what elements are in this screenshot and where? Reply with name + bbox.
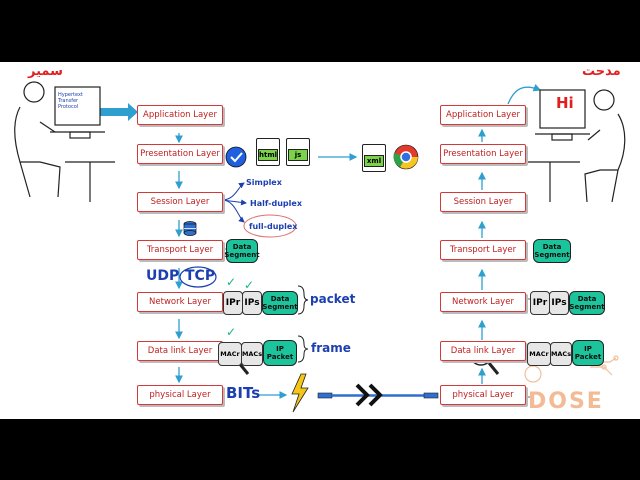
xml-file-icon: xml xyxy=(362,144,386,172)
frame-label: frame xyxy=(311,341,351,355)
packet-label: packet xyxy=(310,292,356,306)
right-application-layer: Application Layer xyxy=(440,105,526,125)
left-ip-receiver: IPr xyxy=(223,291,243,315)
xml-file-label: xml xyxy=(364,155,384,167)
sender-name: سمير xyxy=(28,64,63,79)
right-network-layer: Network Layer xyxy=(440,292,526,312)
session-mode-simplex: Simplex xyxy=(246,178,282,187)
left-presentation-layer: Presentation Layer xyxy=(137,144,223,164)
right-mac-receiver: MACr xyxy=(527,342,551,366)
left-physical-layer: physical Layer xyxy=(137,385,223,405)
left-network-data-segment: Data Segment xyxy=(262,291,298,315)
left-session-layer: Session Layer xyxy=(137,192,223,212)
right-transport-layer: Transport Layer xyxy=(440,240,526,260)
bits-label: BITs xyxy=(226,384,261,402)
datalink-check-icon: ✓ xyxy=(226,325,237,339)
left-network-layer: Network Layer xyxy=(137,292,223,312)
sender-screen-text: Hypertext Transfer Protocol xyxy=(58,92,83,110)
html-file-icon: html xyxy=(256,138,280,166)
right-mac-sender: MACs xyxy=(550,342,572,366)
osi-diagram: سمير Hypertext Transfer Protocol مدحت Hi… xyxy=(0,62,640,419)
network-check-icon: ✓ xyxy=(244,278,255,292)
right-datalink-layer: Data link Layer xyxy=(440,341,526,361)
left-mac-receiver: MACr xyxy=(218,342,242,366)
session-mode-half-duplex: Half-duplex xyxy=(250,199,302,208)
right-ip-packet: IP Packet xyxy=(572,340,604,366)
receiver-screen-text: Hi xyxy=(556,94,574,112)
right-physical-layer: physical Layer xyxy=(440,385,526,405)
receiver-name: مدحت xyxy=(582,64,621,79)
left-application-layer: Application Layer xyxy=(137,105,223,125)
html-file-label: html xyxy=(258,149,278,161)
right-session-layer: Session Layer xyxy=(440,192,526,212)
transport-check-icon: ✓ xyxy=(226,275,237,289)
left-datalink-layer: Data link Layer xyxy=(137,341,223,361)
js-file-label: js xyxy=(288,149,308,161)
right-ip-sender: IPs xyxy=(549,291,569,315)
left-transport-data-segment: Data Segment xyxy=(224,239,260,263)
right-ip-receiver: IPr xyxy=(530,291,550,315)
left-ip-packet: IP Packet xyxy=(263,340,297,366)
session-mode-full-duplex: full-duplex xyxy=(249,222,298,231)
right-network-data-segment: Data Segment xyxy=(569,291,605,315)
left-transport-layer: Transport Layer xyxy=(137,240,223,260)
left-mac-sender: MACs xyxy=(241,342,263,366)
right-presentation-layer: Presentation Layer xyxy=(440,144,526,164)
tcp-label: TCP xyxy=(185,268,216,284)
js-file-icon: js xyxy=(286,138,310,166)
left-ip-sender: IPs xyxy=(242,291,262,315)
right-transport-data-segment: Data Segment xyxy=(533,239,571,263)
udp-label: UDP xyxy=(146,268,180,284)
dose-watermark: DOSE xyxy=(528,389,604,414)
